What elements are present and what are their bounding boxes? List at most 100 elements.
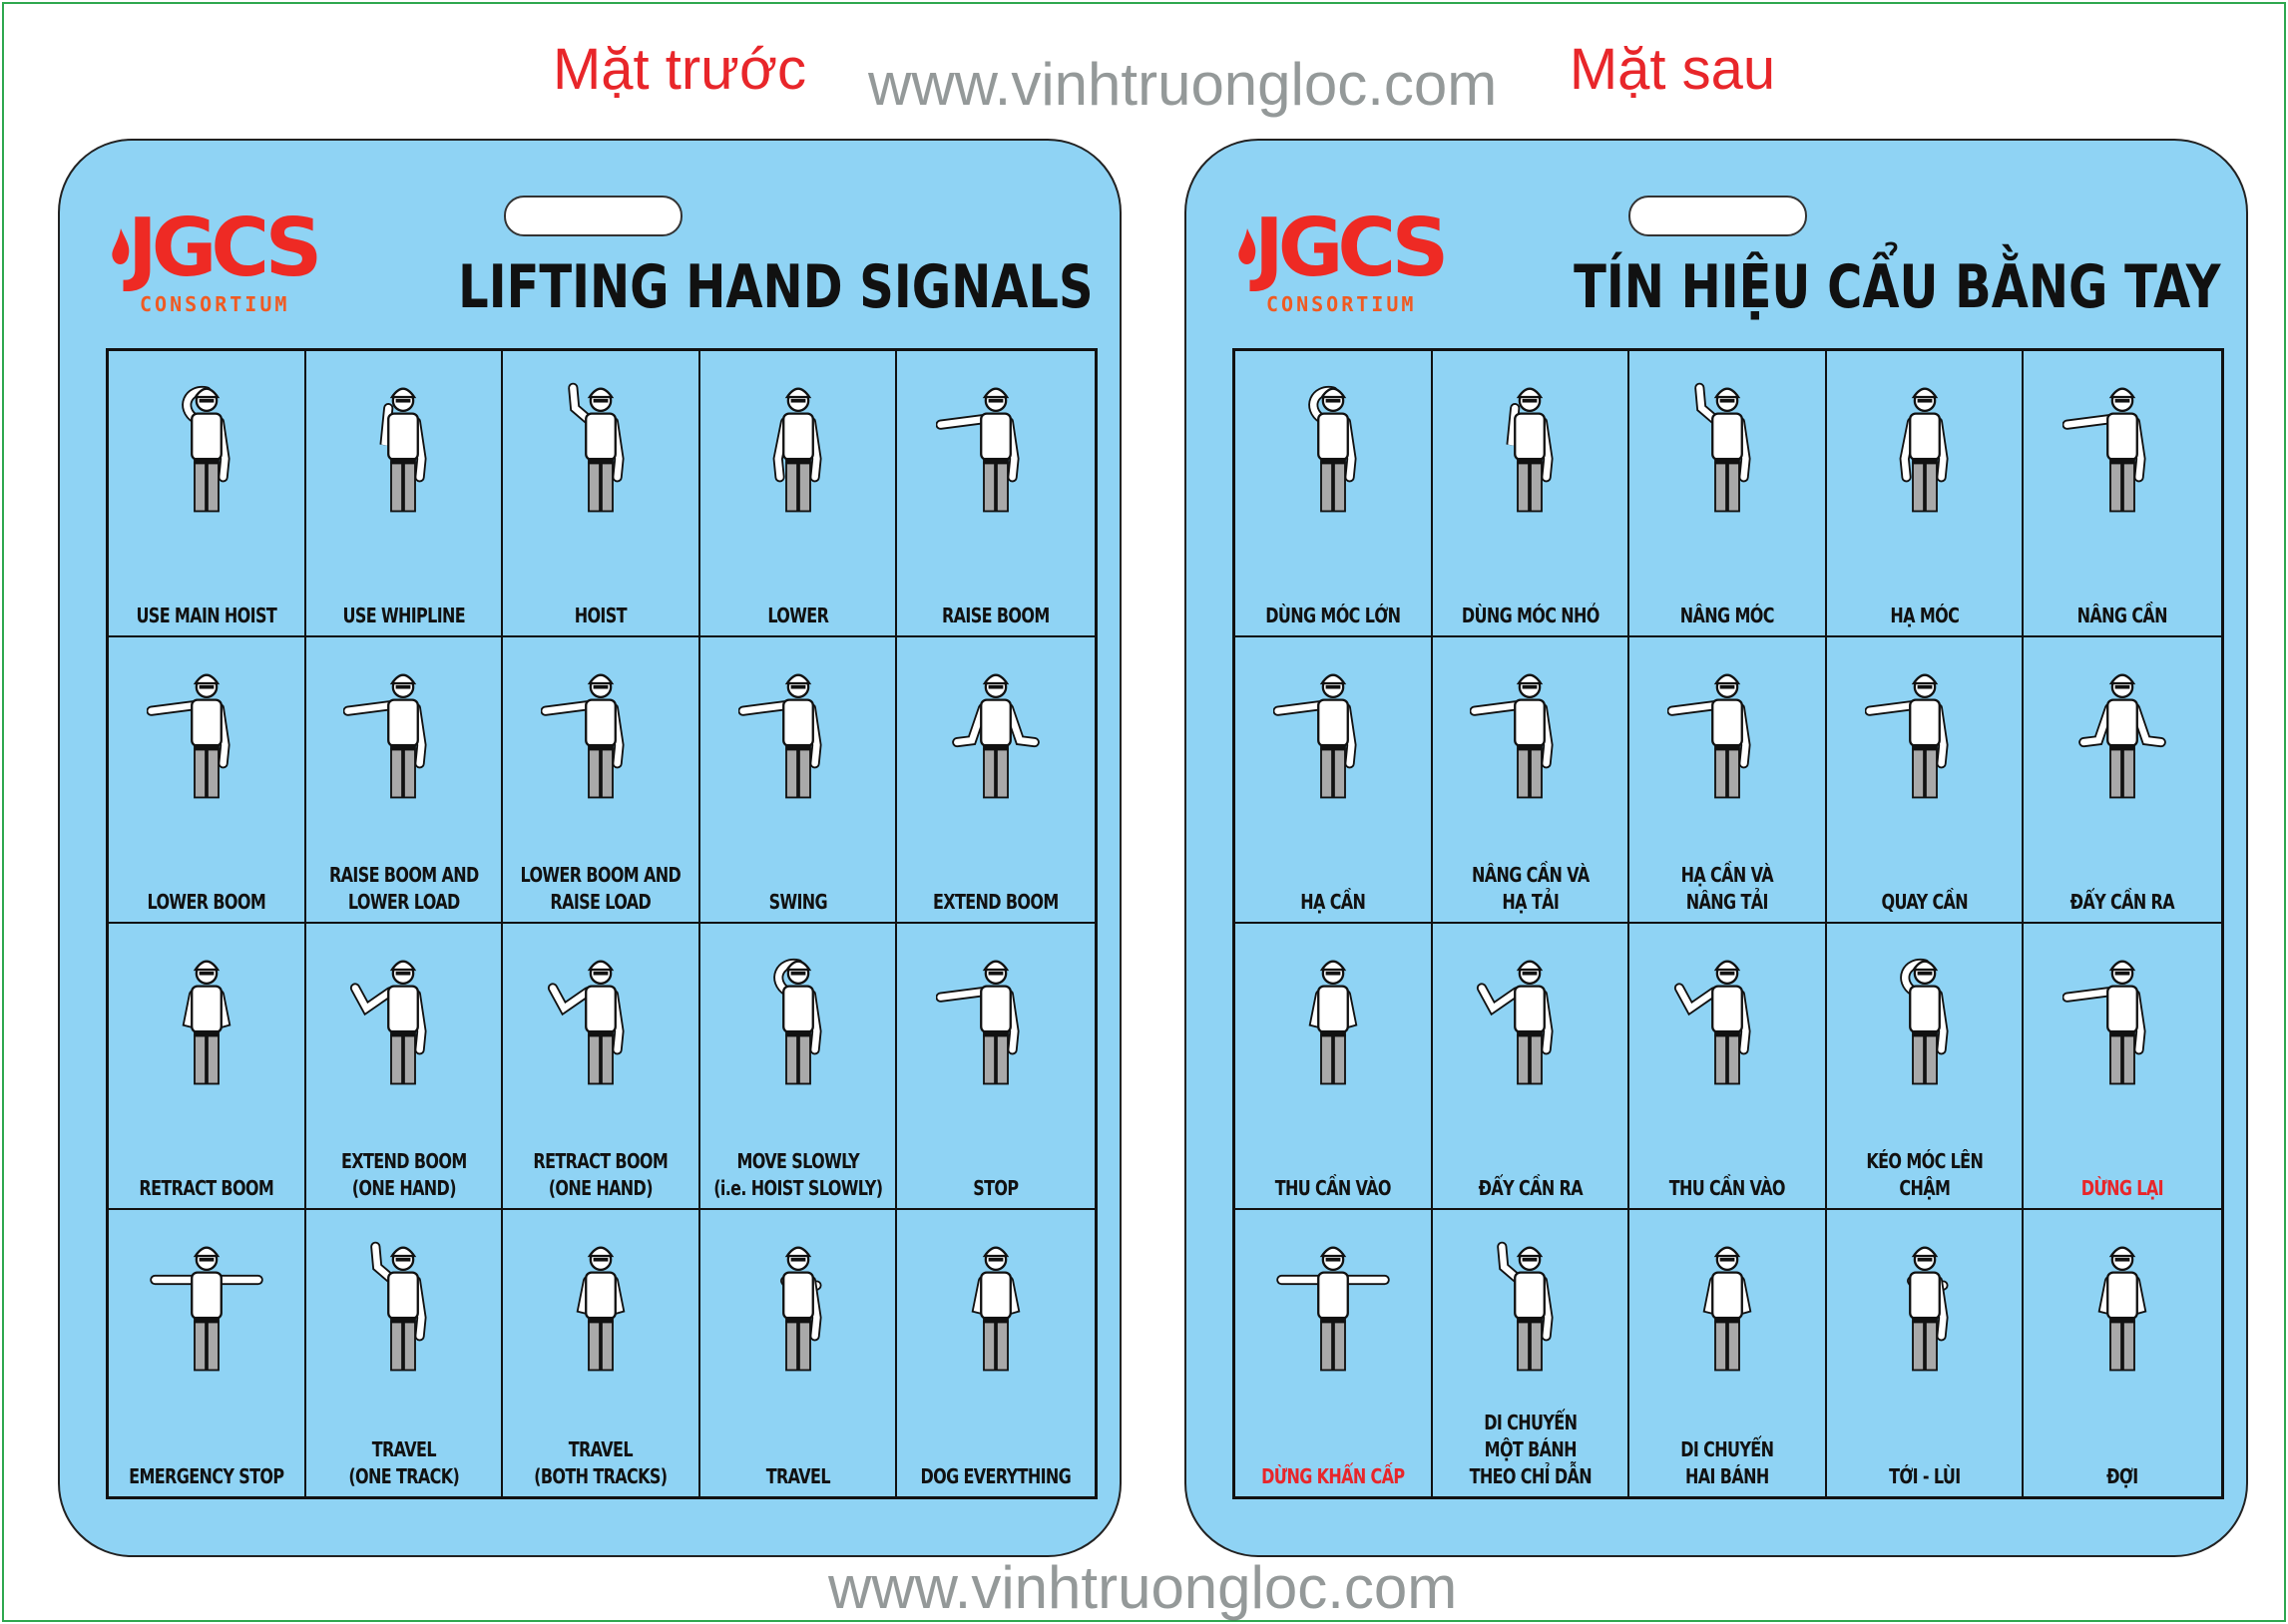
signal-cell: ĐẨY CẦN RA (2024, 637, 2221, 924)
signal-figure-icon (1308, 960, 1358, 1085)
signal-label: LOWER BOOM AND RAISE LOAD (520, 863, 682, 914)
signal-cell: NÂNG MÓC (1629, 351, 1827, 637)
signal-cell: DI CHUYỂN MỘT BÁNH THEO CHỈ DẪN (1433, 1210, 1630, 1496)
signal-label: EMERGENCY STOP (129, 1464, 284, 1488)
signal-label: NÂNG CẦN (2077, 604, 2168, 627)
signal-label: HẠ MÓC (1890, 604, 1959, 627)
signal-cell: EXTEND BOOM (897, 637, 1095, 924)
signal-cell: RETRACT BOOM (109, 924, 306, 1210)
signal-figure-icon (379, 387, 427, 513)
signal-figure-icon (936, 960, 1020, 1085)
signal-cell: RAISE BOOM (897, 351, 1095, 637)
signal-cell: TRAVEL (ONE TRACK) (306, 1210, 504, 1496)
signal-cell: DỪNG KHẨN CẤP (1235, 1210, 1433, 1496)
signal-cell: HẠ CẦN VÀ NÂNG TẢI (1629, 637, 1827, 924)
signal-cell: RETRACT BOOM (ONE HAND) (503, 924, 700, 1210)
jgcs-logo: JGCS CONSORTIUM (110, 203, 359, 322)
signal-figure-icon (1702, 1246, 1752, 1372)
signal-cell: ĐẨY CẦN RA (1432, 924, 1630, 1210)
signal-label: HẠ CẦN VÀ NÂNG TẢI (1680, 863, 1774, 914)
signal-figure-icon (772, 387, 822, 513)
signal-figure-icon (1864, 673, 1949, 799)
signal-figure-icon (2097, 1246, 2147, 1372)
signal-figure-icon (1477, 960, 1554, 1085)
signal-label: KÉO MÓC LÊN CHẬM (1866, 1149, 1983, 1200)
signal-label: RAISE BOOM (942, 604, 1051, 627)
lanyard-slot (1628, 196, 1807, 236)
signals-grid: DÙNG MÓC LỚN DÙNG MÓC NHỎ NÂNG MÓC (1232, 348, 2224, 1499)
signal-figure-icon (779, 1246, 822, 1372)
signal-cell: TRAVEL (BOTH TRACKS) (503, 1210, 700, 1496)
signal-figure-icon (182, 960, 231, 1085)
signal-figure-icon (1308, 386, 1357, 513)
signal-cell: TRAVEL (700, 1210, 898, 1496)
card-title: LIFTING HAND SIGNALS (458, 252, 1094, 322)
signal-label: TRAVEL (ONE TRACK) (347, 1437, 459, 1488)
signal-figure-icon (370, 1241, 427, 1372)
signals-grid: USE MAIN HOIST USE WHIPLINE HOIST (106, 348, 1098, 1499)
signal-label: THU CẦN VÀO (1274, 1176, 1392, 1200)
back-side-title: Mặt sau (1569, 37, 1776, 102)
front-side-title: Mặt trước (552, 37, 807, 102)
back-card: JGCS CONSORTIUM TÍN HIỆU CẨU BẰNG TAY DÙ… (1184, 139, 2248, 1557)
signal-figure-icon (1276, 1246, 1390, 1372)
signal-cell: DÙNG MÓC LỚN (1235, 351, 1433, 637)
signal-label: DỪNG KHẨN CẤP (1261, 1464, 1405, 1488)
signal-figure-icon (146, 673, 230, 799)
signal-figure-icon (737, 673, 822, 799)
signal-label: SWING (768, 890, 827, 914)
signal-figure-icon (952, 673, 1041, 799)
signal-figure-icon (2062, 387, 2146, 513)
signal-label: HOIST (574, 604, 628, 627)
signal-cell: DỪNG LẠI (2024, 924, 2221, 1210)
signal-label: DI CHUYỂN HAI BÁNH (1680, 1437, 1774, 1488)
signal-figure-icon (1470, 673, 1554, 799)
front-card: JGCS CONSORTIUM LIFTING HAND SIGNALS USE… (58, 139, 1122, 1557)
signal-label: RETRACT BOOM (ONE HAND) (533, 1149, 669, 1200)
signal-cell: TỚI - LÙI (1827, 1210, 2025, 1496)
signal-cell: HẠ MÓC (1826, 351, 2025, 637)
signal-label: DÙNG MÓC NHỎ (1461, 604, 1600, 627)
signal-cell: DOG EVERYTHING (897, 1210, 1095, 1496)
signal-cell: EXTEND BOOM (ONE HAND) (305, 924, 504, 1210)
signal-cell: USE MAIN HOIST (109, 351, 306, 637)
signal-figure-icon (2062, 960, 2146, 1085)
signal-cell: STOP (897, 924, 1095, 1210)
signal-figure-icon (1906, 1246, 1949, 1372)
flame-icon (112, 228, 130, 264)
signal-cell: QUAY CẦN (1826, 637, 2025, 924)
signal-figure-icon (772, 959, 822, 1085)
signal-cell: NÂNG CẦN (2024, 351, 2221, 637)
signal-label: DỪNG LẠI (2081, 1176, 2164, 1200)
signal-label: NÂNG CẦN VÀ HẠ TẢI (1471, 863, 1590, 914)
signal-figure-icon (350, 960, 427, 1085)
signal-cell: SWING (699, 637, 898, 924)
signal-cell: DI CHUYỂN HAI BÁNH (1629, 1210, 1827, 1496)
signal-label: ĐẨY CẦN RA (2070, 890, 2175, 914)
logo-main: JGCS (1254, 202, 1449, 294)
signal-cell: THU CẦN VÀO (1629, 924, 1827, 1210)
signal-label: EXTEND BOOM (933, 890, 1060, 914)
signal-figure-icon (568, 382, 625, 513)
signal-cell: EMERGENCY STOP (109, 1210, 306, 1496)
signal-figure-icon (540, 673, 625, 799)
signal-label: DI CHUYỂN MỘT BÁNH THEO CHỈ DẪN (1469, 1411, 1592, 1488)
signal-cell: USE WHIPLINE (305, 351, 504, 637)
signal-figure-icon (936, 387, 1020, 513)
signal-label: RAISE BOOM AND LOWER LOAD (328, 863, 479, 914)
logo-main: JGCS (128, 202, 322, 294)
signal-figure-icon (1666, 673, 1751, 799)
signal-label: TỚI - LÙI (1888, 1464, 1961, 1488)
signal-label: ĐỢI (2106, 1464, 2138, 1488)
signal-cell: HẠ CẦN (1235, 637, 1433, 924)
signal-cell: DÙNG MÓC NHỎ (1432, 351, 1630, 637)
signal-figure-icon (576, 1246, 626, 1372)
signal-label: EXTEND BOOM (ONE HAND) (340, 1149, 467, 1200)
signal-figure-icon (1506, 387, 1554, 513)
signal-label: DOG EVERYTHING (920, 1464, 1072, 1488)
signal-label: THU CẦN VÀO (1668, 1176, 1786, 1200)
signal-figure-icon (1899, 959, 1949, 1085)
logo-sub: CONSORTIUM (1266, 292, 1417, 316)
signal-cell: LOWER BOOM (109, 637, 306, 924)
